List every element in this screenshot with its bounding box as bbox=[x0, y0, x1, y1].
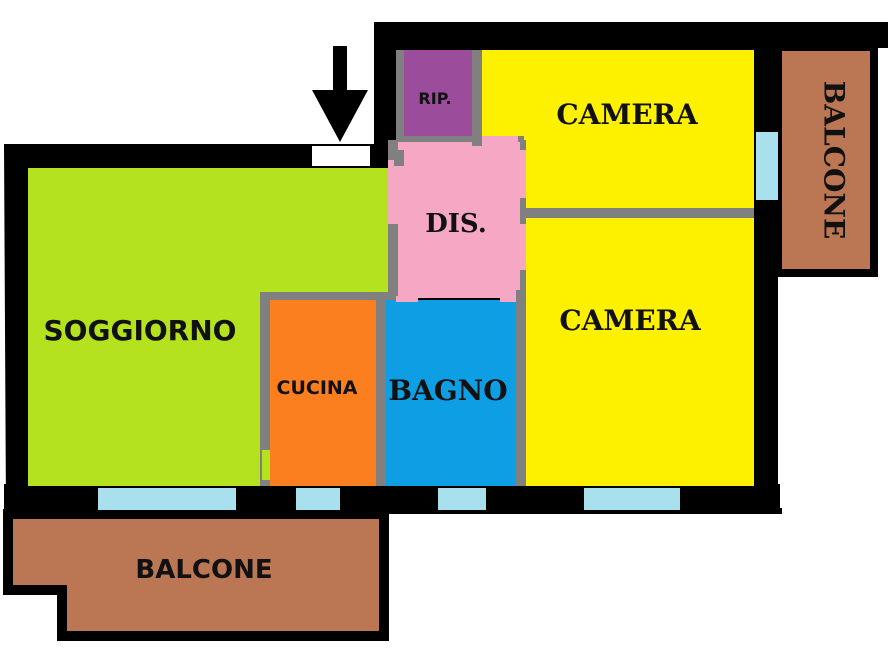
arrow-down-icon bbox=[312, 46, 368, 142]
room-camera-bottom bbox=[524, 218, 754, 486]
balcone-side bbox=[774, 43, 878, 277]
label-balcone-bottom: BALCONE bbox=[135, 555, 272, 585]
door-gaps bbox=[262, 136, 526, 480]
label-camera-top: CAMERA bbox=[556, 98, 699, 131]
window bbox=[296, 488, 340, 510]
label-dis: DIS. bbox=[425, 209, 487, 239]
window bbox=[98, 488, 236, 510]
window bbox=[438, 488, 486, 510]
window bbox=[584, 488, 680, 510]
windows bbox=[98, 132, 778, 510]
entrance-door bbox=[312, 146, 370, 166]
room-cucina bbox=[268, 300, 378, 486]
label-camera-bottom: CAMERA bbox=[559, 304, 702, 337]
room-dis bbox=[396, 140, 522, 298]
room-bagno bbox=[386, 300, 516, 486]
label-rip: RIP. bbox=[418, 89, 451, 108]
label-balcone-side: BALCONE bbox=[818, 81, 851, 240]
label-bagno: BAGNO bbox=[388, 374, 507, 407]
window bbox=[756, 132, 778, 200]
room-rip bbox=[404, 50, 472, 138]
label-soggiorno: SOGGIORNO bbox=[44, 314, 237, 347]
room-camera-top bbox=[482, 50, 754, 210]
label-cucina: CUCINA bbox=[277, 377, 358, 399]
